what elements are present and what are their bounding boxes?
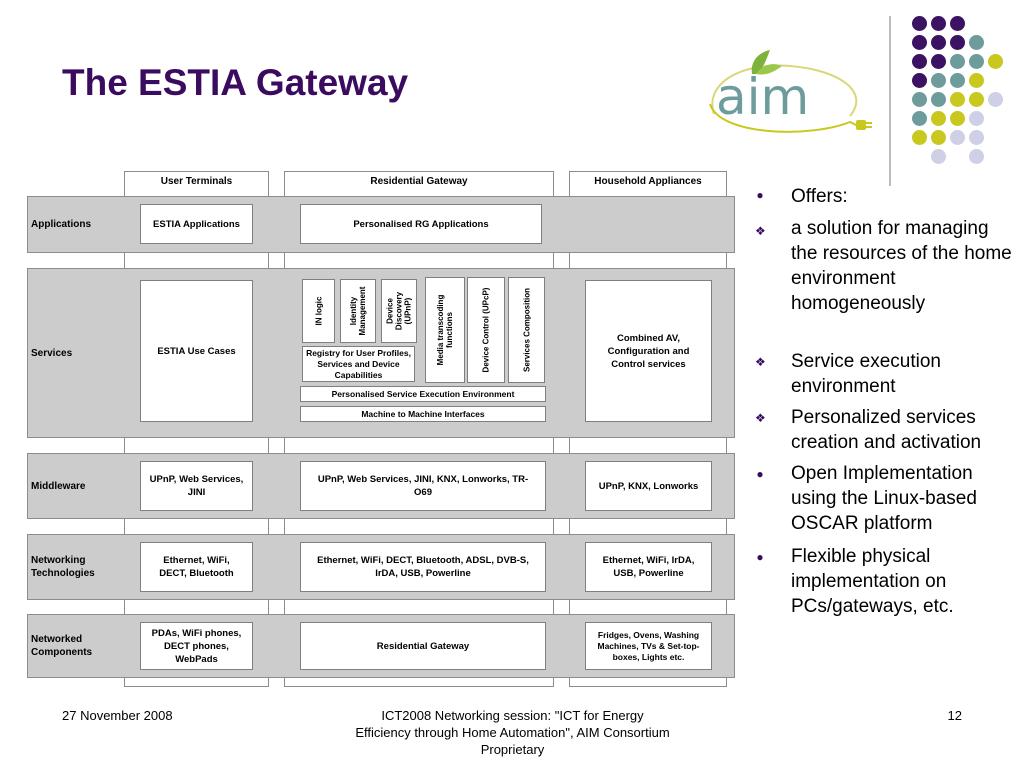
services-composition-label: Services Composition [522,287,531,373]
decor-dot [931,35,946,50]
box-machine-to-machine: Machine to Machine Interfaces [300,406,546,422]
decor-dot [969,73,984,88]
footer-center-text: ICT2008 Networking session: "ICT for Ene… [355,708,670,757]
column-header-residential-gateway: Residential Gateway [370,176,468,187]
decor-dot [950,111,965,126]
header-divider [889,16,891,186]
decor-dot [912,16,927,31]
row-label-services: Services [31,347,73,359]
decor-dot [931,16,946,31]
box-estia-use-cases: ESTIA Use Cases [140,280,253,422]
bullet-item: Service execution environment [791,351,941,397]
box-in-logic: IN logic [302,279,335,343]
decor-dot [950,16,965,31]
box-networking-appliances: Ethernet, WiFi, IrDA, USB, Powerline [585,542,712,592]
bullet-item: Flexible physical implementation on PCs/… [791,546,954,617]
bullet-dot-icon: ● [756,467,764,481]
decor-dot [950,54,965,69]
decor-dot [950,92,965,107]
box-middleware-user-terminals: UPnP, Web Services, JINI [140,461,253,511]
decor-dot [912,54,927,69]
column-header-user-terminals: User Terminals [160,176,233,187]
decor-dot [912,111,927,126]
decor-dot [912,92,927,107]
box-media-transcoding: Media transcoding functions [425,277,465,383]
box-device-control: Device Control (UPcP) [467,277,505,383]
bullet-item: Personalized services creation and activ… [791,407,982,453]
bullet-item: Open Implementation using the Linux-base… [791,463,977,534]
row-label-applications: Applications [31,219,92,230]
bullet-diamond-icon: ❖ [755,411,766,425]
row-label-networking: Networking Technologies [31,555,95,579]
decor-dot [931,111,946,126]
bullet-dot-icon: ● [756,550,764,564]
row-label-middleware: Middleware [31,480,86,492]
box-identity-management: Identity Management [340,279,376,343]
decor-dot [931,149,946,164]
decor-dot [969,111,984,126]
aim-logo: aim [700,44,876,140]
decor-dot [950,73,965,88]
decor-dot [950,35,965,50]
device-discovery-label: Device Discovery (UPnP) [385,291,413,331]
identity-management-label: Identity Management [349,286,367,336]
decor-dot [969,35,984,50]
box-device-discovery: Device Discovery (UPnP) [381,279,417,343]
decor-dot [931,92,946,107]
decor-dot [912,73,927,88]
decor-dot [988,92,1003,107]
box-registry: Registry for User Profiles, Services and… [302,346,415,382]
media-transcoding-label: Media transcoding functions [436,294,454,366]
footer-page-number: 12 [947,708,962,723]
bullet-item: a solution for managing the resources of… [791,218,1012,314]
in-logic-label: IN logic [314,296,323,326]
decor-dot [912,35,927,50]
box-personalised-service-execution: Personalised Service Execution Environme… [300,386,546,402]
decor-dot [969,92,984,107]
box-middleware-gateway: UPnP, Web Services, JINI, KNX, Lonworks,… [300,461,546,511]
decor-dot [912,130,927,145]
box-components-appliances: Fridges, Ovens, Washing Machines, TVs & … [585,622,712,670]
aim-logo-graphic: aim [709,50,872,133]
decor-dot [969,54,984,69]
box-networking-user-terminals: Ethernet, WiFi, DECT, Bluetooth [140,542,253,592]
decor-dot [969,130,984,145]
decor-dot [950,130,965,145]
box-estia-applications: ESTIA Applications [140,204,253,244]
decor-dot [931,54,946,69]
bullet-diamond-icon: ❖ [755,355,766,369]
slide-title: The ESTIA Gateway [62,62,409,103]
bullet-item: Offers: [791,186,848,207]
decor-dot [931,73,946,88]
decor-dot [931,130,946,145]
bullet-dot-icon: ● [756,188,764,202]
footer-date: 27 November 2008 [62,708,173,723]
box-personalised-rg-applications: Personalised RG Applications [300,204,542,244]
box-combined-av: Combined AV, Configuration and Control s… [585,280,712,422]
decor-dot [969,149,984,164]
column-header-household-appliances: Household Appliances [594,176,702,187]
box-services-composition: Services Composition [508,277,545,383]
aim-logo-text: aim [716,68,809,126]
row-label-components: Networked Components [31,634,93,658]
box-components-gateway: Residential Gateway [300,622,546,670]
box-networking-gateway: Ethernet, WiFi, DECT, Bluetooth, ADSL, D… [300,542,546,592]
box-components-user-terminals: PDAs, WiFi phones, DECT phones, WebPads [140,622,253,670]
decor-dot [988,54,1003,69]
box-middleware-appliances: UPnP, KNX, Lonworks [585,461,712,511]
bullet-diamond-icon: ❖ [755,224,766,238]
device-control-label: Device Control (UPcP) [481,287,491,373]
